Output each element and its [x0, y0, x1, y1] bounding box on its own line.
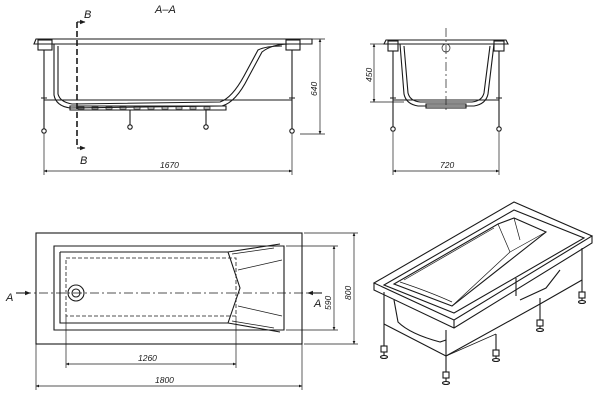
iso-rim-inner [382, 209, 586, 314]
end-frame-legs [390, 122, 502, 132]
top-view: A A 590 800 1260 1800 [5, 232, 358, 390]
dim-side-length: 1670 [160, 160, 179, 170]
iso-frame [383, 248, 583, 372]
dim-top-overall-length: 1800 [155, 375, 174, 385]
iso-basin [392, 217, 548, 307]
top-basin-slope [59, 243, 281, 333]
tub-body-inner [57, 45, 283, 105]
rim [33, 38, 313, 45]
isometric-view [372, 201, 594, 386]
frame-post-right [289, 50, 295, 122]
end-frame-post-right [496, 51, 502, 122]
dim-top-inner-length: 1260 [138, 353, 157, 363]
end-tub-body [399, 43, 495, 107]
iso-rim-outer [372, 201, 594, 321]
iso-body-side [519, 269, 561, 301]
section-label-b-top: B [84, 9, 91, 21]
end-rim [383, 39, 509, 45]
rail-holes [77, 106, 211, 110]
iso-basin-slope [451, 217, 547, 307]
side-section-view: A–A [33, 4, 325, 175]
bottom-rail [69, 105, 227, 111]
dim-end-width: 720 [440, 160, 454, 170]
dim-end-height: 450 [364, 68, 374, 82]
top-basin-outline [53, 245, 285, 331]
rim-cap-left [37, 39, 53, 51]
top-outer-rim [35, 232, 303, 345]
iso-basin-floor [399, 227, 495, 303]
section-label-b-bottom: B [80, 155, 87, 167]
section-title: A–A [154, 4, 176, 16]
section-label-a-left: A [5, 292, 13, 304]
end-rim-cap-left [387, 40, 399, 52]
end-frame-post-left [390, 51, 396, 122]
frame-post-left [41, 50, 47, 122]
top-basin-floor [65, 257, 237, 317]
end-tub-body-inner [403, 45, 491, 103]
iso-body-front [393, 299, 447, 343]
tub-body [53, 43, 291, 109]
section-label-a-right: A [313, 298, 321, 310]
iso-feet [379, 291, 587, 386]
dim-top-overall-width: 800 [343, 286, 353, 300]
top-backrest-lines [231, 247, 283, 329]
dim-side-height: 640 [309, 82, 319, 96]
end-rim-cap-right [493, 40, 505, 52]
dim-top-inner-width: 590 [323, 296, 333, 310]
frame-legs [41, 110, 295, 134]
end-section-view: 450 720 [364, 28, 509, 175]
rim-cap-right [285, 39, 301, 51]
